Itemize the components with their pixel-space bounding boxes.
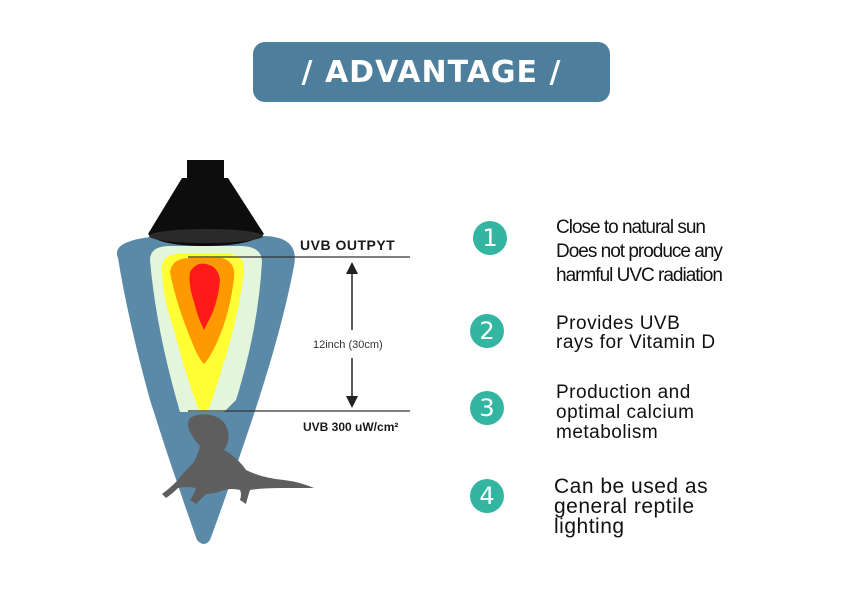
title-banner: / ADVANTAGE /	[253, 42, 610, 102]
advantage-3-line-3: metabolism	[556, 422, 659, 443]
advantage-3-text: Production and optimal calcium metabolis…	[556, 383, 694, 443]
advantage-4-text: Can be used as general reptile lighting	[554, 475, 709, 538]
uvb-output-label: UVB OUTPYT	[300, 237, 396, 253]
advantage-1-text: Close to natural sun Does not produce an…	[556, 216, 723, 288]
advantage-1-line-1: Close to natural sun	[556, 217, 706, 238]
advantage-3-line-1: Production and	[556, 382, 691, 403]
advantage-2-line-2: rays for Vitamin D	[556, 332, 716, 353]
bearded-dragon-icon	[162, 414, 314, 504]
advantage-1-badge: 1	[473, 221, 507, 255]
arrow-down-icon	[346, 358, 358, 408]
advantage-3-badge: 3	[470, 391, 504, 425]
advantage-4-badge: 4	[470, 479, 504, 513]
advantage-2-text: Provides UVB rays for Vitamin D	[556, 314, 716, 352]
advantage-4-line-2: general reptile	[554, 495, 695, 518]
page-title: / ADVANTAGE /	[301, 54, 562, 90]
advantage-2-badge: 2	[470, 314, 504, 348]
advantage-4-line-1: Can be used as	[554, 475, 709, 498]
uvb-lamp-icon	[148, 160, 264, 246]
distance-label: 12inch (30cm)	[313, 339, 383, 351]
advantage-1-line-2: Does not produce any	[556, 241, 723, 262]
advantage-4-line-3: lighting	[554, 515, 625, 538]
advantage-1-line-3: harmful UVC radiation	[556, 265, 723, 286]
heat-red	[189, 263, 220, 330]
advantage-2-line-1: Provides UVB	[556, 313, 681, 334]
uvb-intensity-label: UVB 300 uW/cm²	[303, 420, 399, 434]
advantage-3-line-2: optimal calcium	[556, 402, 695, 423]
arrow-up-icon	[346, 262, 358, 330]
